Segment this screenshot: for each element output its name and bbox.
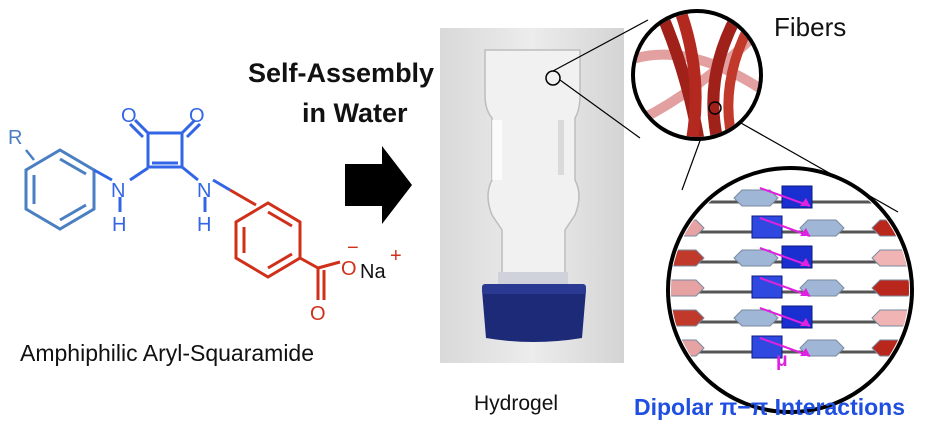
squaramide-unit [751,335,783,359]
benzoate-unit [671,309,705,327]
squaramide-core [118,118,257,212]
atom-plus: + [390,245,402,267]
hydrogel-vial-photo [440,28,624,363]
dipole-arrowhead [800,198,810,206]
fibers-inset [631,9,763,141]
atom-sodium: Na [360,261,386,283]
atom-hydrogen-1: H [112,214,126,236]
atom-r: R [8,127,22,149]
dipole-arrowhead [800,228,810,236]
process-label-line1: Self-Assembly [248,58,435,88]
benzoate-unit [671,279,705,297]
benzoate-unit [671,249,705,267]
dipole-arrow [759,217,811,237]
r-bond [25,149,35,161]
squaramide-unit [751,275,783,299]
fibers-caption: Fibers [774,12,847,42]
process-label-line2: in Water [302,98,408,128]
atom-oxygen-3: O [341,258,357,280]
dipole-arrow [759,307,811,327]
benzoate-ring [234,201,341,300]
atom-oxygen-4: O [310,303,326,325]
dipole-arrow [759,187,811,207]
dipole-arrow [759,337,811,357]
aryl-unit [733,249,779,267]
process-arrow [345,146,412,224]
dipole-arrowhead [800,288,810,296]
molecule-caption: Amphiphilic Aryl-Squaramide [20,340,315,366]
benzoate-unit [871,279,909,297]
interactions-caption: Dipolar π−π Interactions [634,394,906,420]
stacking-inset [666,166,914,414]
vial-caption: Hydrogel [474,392,559,415]
aryl-unit [799,339,845,357]
aryl-unit [799,279,845,297]
atom-nitrogen-1: N [111,180,125,202]
zoom-line-1 [552,19,649,72]
dipole-arrow [759,277,811,297]
atom-oxygen-2: O [189,105,205,127]
atom-minus: − [347,237,359,259]
dipole-arrow [759,247,811,267]
aryl-unit [733,189,779,207]
benzoate-unit [671,189,705,207]
atom-oxygen-1: O [121,105,137,127]
aryl-ring [24,148,113,231]
squaramide-unit [751,215,783,239]
dipole-arrowhead [800,318,810,326]
dipole-symbol: μ [776,350,788,371]
atom-hydrogen-2: H [197,214,211,236]
aryl-unit [799,219,845,237]
dipole-arrowhead [800,348,810,356]
atom-nitrogen-2: N [197,180,211,202]
dipole-arrowhead [800,258,810,266]
zoom-line-2 [559,79,641,139]
aryl-unit [733,309,779,327]
